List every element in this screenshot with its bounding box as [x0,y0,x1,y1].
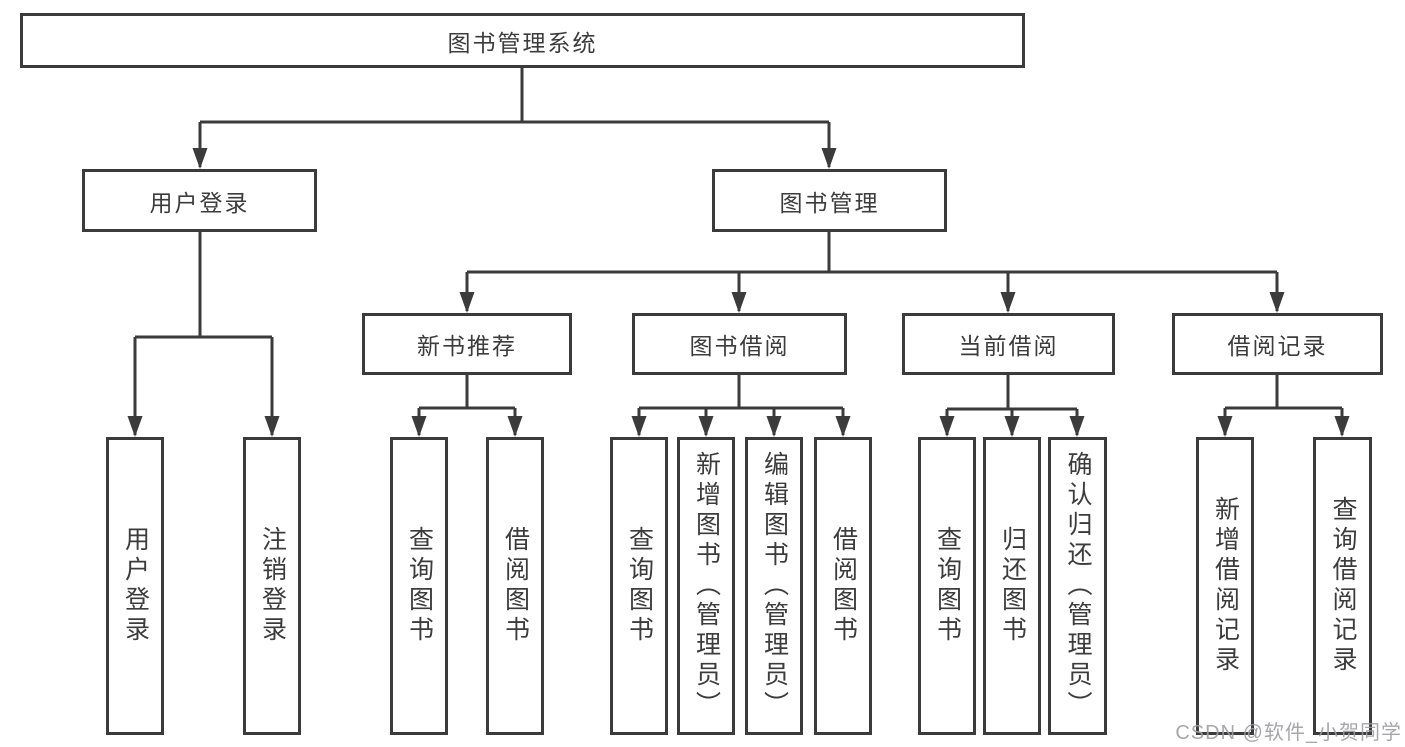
edge-new-books-children [411,375,523,437]
node-label: 用户登录 [149,189,250,216]
node-label: 新书推荐 [417,333,517,359]
node-label: 图书管理系统 [447,29,598,56]
leaf-bb-edit-books-admin: 编辑图书（管理员） [745,437,803,735]
leaf-logout: 注销登录 [243,437,301,735]
node-label: 用户登录 [121,526,150,646]
node-label: 新增图书（管理员） [692,451,721,721]
node-label: 图书管理 [779,189,880,216]
edge-borrow-records-children [1217,375,1350,437]
leaf-nb-query-books: 查询图书 [390,437,448,735]
leaf-cb-return-books: 归还图书 [983,437,1041,735]
node-label: 图书借阅 [689,333,790,359]
leaf-bb-borrow-books: 借阅图书 [814,437,872,735]
node-label: 注销登录 [258,526,287,646]
node-label: 借阅记录 [1227,333,1328,359]
leaf-br-add-record: 新增借阅记录 [1196,437,1254,735]
node-book-borrowing: 图书借阅 [632,313,847,375]
edge-current-borrow-children [939,375,1085,437]
node-new-book-recommend: 新书推荐 [362,313,572,375]
node-root: 图书管理系统 [20,13,1025,68]
csdn-watermark: CSDN @软件_小贺同学 [1175,722,1402,744]
leaf-cb-query-books: 查询图书 [918,437,976,735]
node-label: 编辑图书（管理员） [760,451,789,721]
edge-book-borrow-children [631,375,851,437]
leaf-bb-query-books: 查询图书 [610,437,668,735]
node-current-borrowing: 当前借阅 [902,313,1115,375]
leaf-bb-add-books-admin: 新增图书（管理员） [677,437,735,735]
node-label: 查询借阅记录 [1329,496,1357,676]
node-label: 借阅图书 [501,526,530,646]
node-label: 查询图书 [625,526,654,646]
node-label: 归还图书 [998,526,1027,646]
leaf-user-login: 用户登录 [106,437,164,735]
node-label: 查询图书 [405,526,434,646]
node-label: 新增借阅记录 [1211,496,1240,676]
node-label: 确认归还（管理员） [1064,451,1092,721]
node-user-login: 用户登录 [82,169,317,232]
node-label: 借阅图书 [829,526,858,646]
edge-root-to-level2 [192,68,837,169]
edge-user-login-children [127,232,280,437]
node-label: 当前借阅 [958,333,1059,359]
leaf-br-query-record: 查询借阅记录 [1313,437,1372,735]
node-book-management: 图书管理 [712,169,947,232]
leaf-cb-confirm-return-admin: 确认归还（管理员） [1048,437,1107,735]
node-label: 查询图书 [933,526,962,646]
edge-book-mgmt-children [459,232,1285,313]
node-borrow-records: 借阅记录 [1172,313,1383,375]
leaf-nb-borrow-books: 借阅图书 [486,437,544,735]
